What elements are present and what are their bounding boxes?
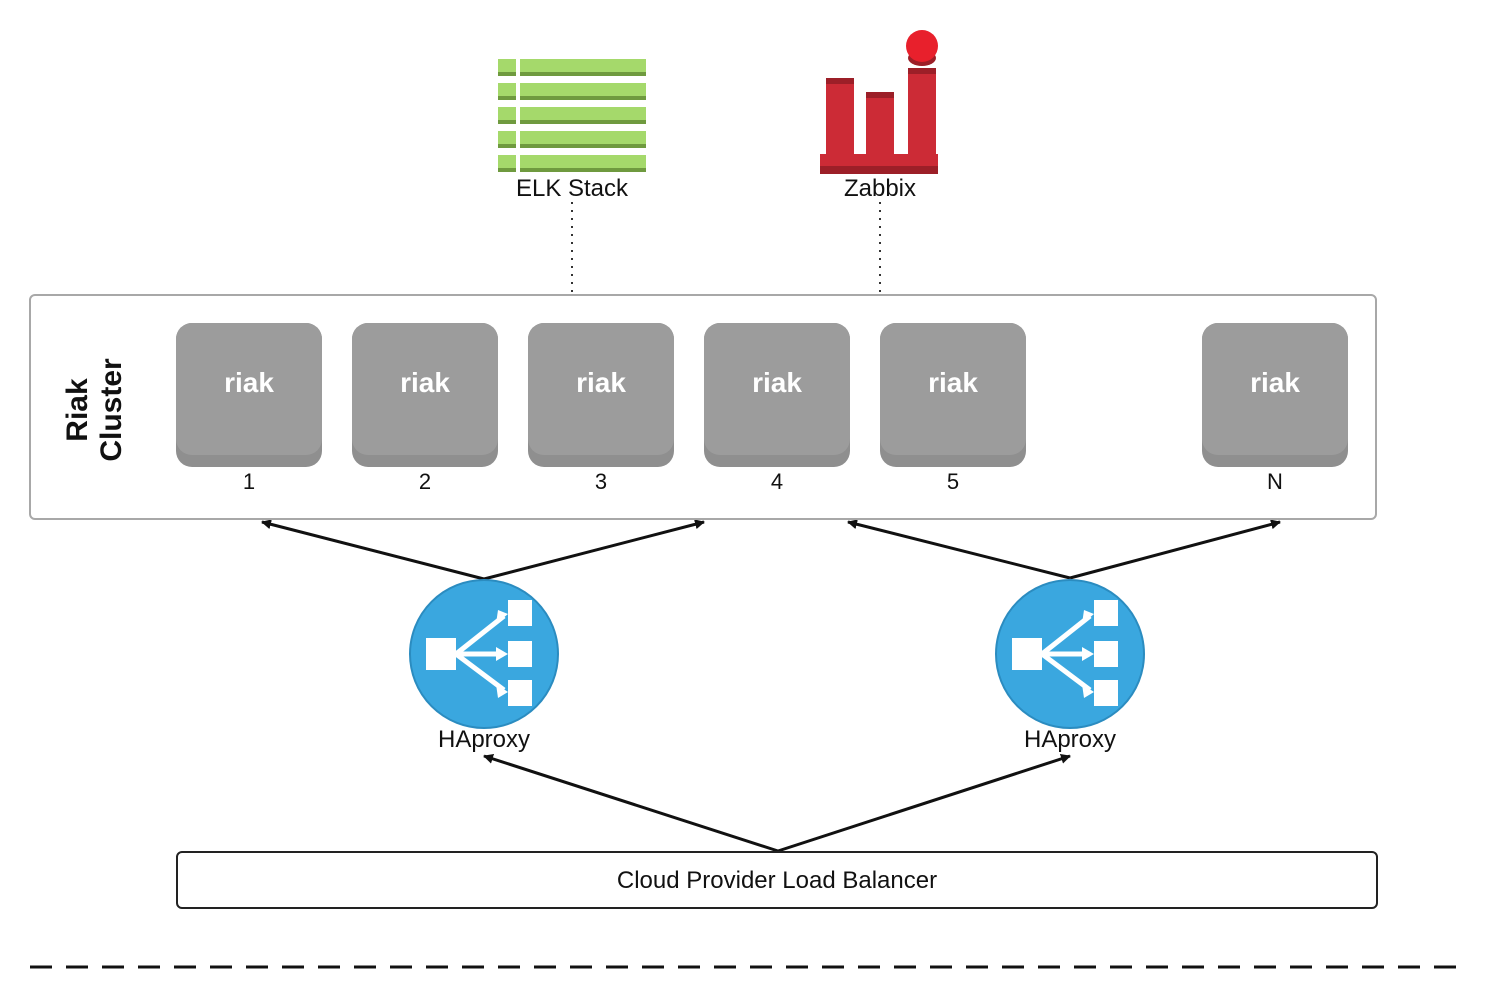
haproxy-label: HAproxy (437, 726, 531, 753)
cluster-title: Riak Cluster (61, 358, 129, 461)
cloud-load-balancer[interactable]: Cloud Provider Load Balancer (176, 851, 1378, 909)
arrow-haproxy1-node4 (483, 519, 705, 581)
riak-node-face (1202, 323, 1348, 455)
riak-node-number: 1 (242, 469, 256, 494)
haproxy-icon (409, 579, 559, 729)
riak-node-face (528, 323, 674, 455)
riak-node-number: 2 (418, 469, 432, 494)
riak-node-n[interactable]: riak (1202, 323, 1348, 467)
riak-node-number: 5 (946, 469, 960, 494)
riak-node-4[interactable]: riak (704, 323, 850, 467)
zabbix-icon (820, 30, 938, 174)
elk-stack-label: ELK Stack (515, 175, 629, 202)
riak-node-number: 4 (770, 469, 784, 494)
riak-node-3[interactable]: riak (528, 323, 674, 467)
riak-node-label: riak (752, 367, 802, 398)
haproxy-icon (995, 579, 1145, 729)
riak-node-number: N (1267, 469, 1283, 494)
riak-node-face (880, 323, 1026, 455)
riak-node-2[interactable]: riak (352, 323, 498, 467)
elk-stack-icon (498, 58, 646, 174)
riak-node-label: riak (400, 367, 450, 398)
riak-node-number: 3 (594, 469, 608, 494)
riak-node-5[interactable]: riak (880, 323, 1026, 467)
haproxy-label: HAproxy (1023, 726, 1117, 753)
arrow-haproxy2-nodeN (1069, 519, 1281, 580)
arrow-lb-haproxy1 (483, 754, 779, 853)
arrow-lb-haproxy2 (777, 754, 1071, 853)
zabbix-label: Zabbix (843, 175, 917, 202)
riak-node-label: riak (928, 367, 978, 398)
riak-node-label: riak (576, 367, 626, 398)
arrow-haproxy2-node4 (847, 519, 1071, 580)
riak-node-face (176, 323, 322, 455)
riak-node-face (352, 323, 498, 455)
riak-node-label: riak (1250, 367, 1300, 398)
cluster-title-line1: Riak (61, 378, 94, 442)
load-balancer-label: Cloud Provider Load Balancer (616, 867, 938, 894)
arrow-haproxy1-node1 (261, 519, 485, 581)
riak-node-face (704, 323, 850, 455)
cluster-title-line2: Cluster (95, 358, 128, 462)
riak-node-label: riak (224, 367, 274, 398)
riak-node-1[interactable]: riak (176, 323, 322, 467)
